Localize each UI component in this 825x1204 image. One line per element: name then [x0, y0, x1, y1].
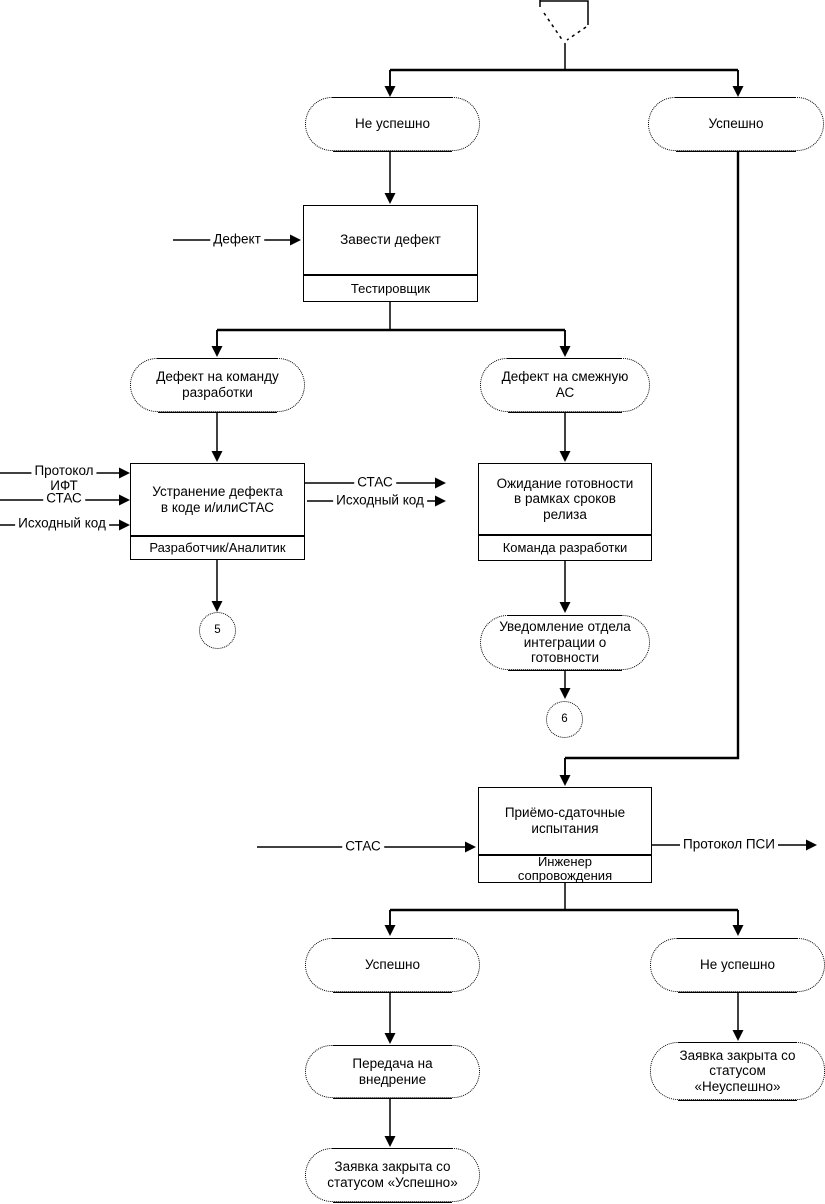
node-label: Не успешно — [355, 116, 430, 132]
node-role: Инженер сопровождения — [479, 854, 651, 882]
node-defect-dev-team: Дефект на команду разработки — [130, 357, 305, 413]
node-transfer-deployment: Передача на внедрение — [305, 1044, 480, 1099]
arrowheads — [119, 86, 817, 1147]
connector-number: 5 — [214, 623, 221, 636]
node-branch-success-psi: Успешно — [305, 937, 480, 993]
node-closed-fail: Заявка закрыта со статусом «Неуспешно» — [650, 1041, 825, 1101]
node-notify-integration: Уведомление отдела интеграции о готовнос… — [480, 614, 650, 671]
connector-number: 6 — [561, 712, 568, 725]
flow-label-stas-in: СТАС — [43, 491, 85, 507]
node-branch-fail-psi: Не успешно — [650, 937, 825, 993]
node-fix-defect: Устранение дефекта в коде и/илиСТАС Разр… — [130, 463, 305, 560]
node-label: Успешно — [708, 116, 764, 132]
flow-label-source-code-in: Исходный код — [15, 516, 109, 532]
node-label: Не успешно — [700, 957, 775, 973]
flow-label-stas-psi: СТАС — [342, 839, 384, 855]
offpage-connector-6: 6 — [546, 701, 583, 738]
node-defect-adjacent-as: Дефект на смежную АС — [480, 357, 650, 413]
flow-label-protocol-ift: Протокол ИФТ — [31, 463, 97, 494]
node-branch-fail-top: Не успешно — [305, 96, 480, 152]
flow-label-stas-out: СТАС — [354, 475, 396, 491]
flow-label-source-code-out: Исходный код — [333, 493, 427, 509]
node-role: Команда разработки — [479, 534, 651, 560]
node-branch-success-top: Успешно — [648, 96, 824, 152]
node-label: Дефект на команду разработки — [156, 369, 279, 400]
node-label: Заявка закрыта со статусом «Неуспешно» — [679, 1047, 796, 1094]
node-title: Завести дефект — [340, 232, 441, 248]
node-label: Заявка закрыта со статусом «Успешно» — [327, 1159, 458, 1190]
node-role: Разработчик/Аналитик — [131, 535, 304, 559]
node-title: Приёмо-сдаточные испытания — [504, 805, 626, 836]
node-create-defect: Завести дефект Тестировщик — [303, 205, 478, 302]
node-closed-success: Заявка закрыта со статусом «Успешно» — [305, 1147, 480, 1203]
node-wait-readiness: Ожидание готовности в рамках сроков рели… — [478, 463, 652, 561]
offpage-connector-5: 5 — [199, 612, 236, 649]
node-label: Успешно — [364, 957, 421, 973]
node-label: Дефект на смежную АС — [501, 369, 629, 400]
node-label: Уведомление отдела интеграции о готовнос… — [499, 619, 631, 666]
flow-label-protocol-psi: Протокол ПСИ — [679, 837, 779, 853]
node-title: Устранение дефекта в коде и/илиСТАС — [152, 483, 283, 515]
plain-connectors — [216, 151, 739, 1139]
node-role: Тестировщик — [304, 274, 477, 301]
split-rails — [217, 68, 740, 912]
node-label: Передача на внедрение — [352, 1055, 433, 1087]
node-title: Ожидание готовности в рамках сроков рели… — [496, 475, 634, 522]
node-acceptance-tests: Приёмо-сдаточные испытания Инженер сопро… — [478, 787, 652, 883]
flow-label-defect: Дефект — [210, 232, 264, 248]
funnel-shape — [539, 0, 589, 70]
